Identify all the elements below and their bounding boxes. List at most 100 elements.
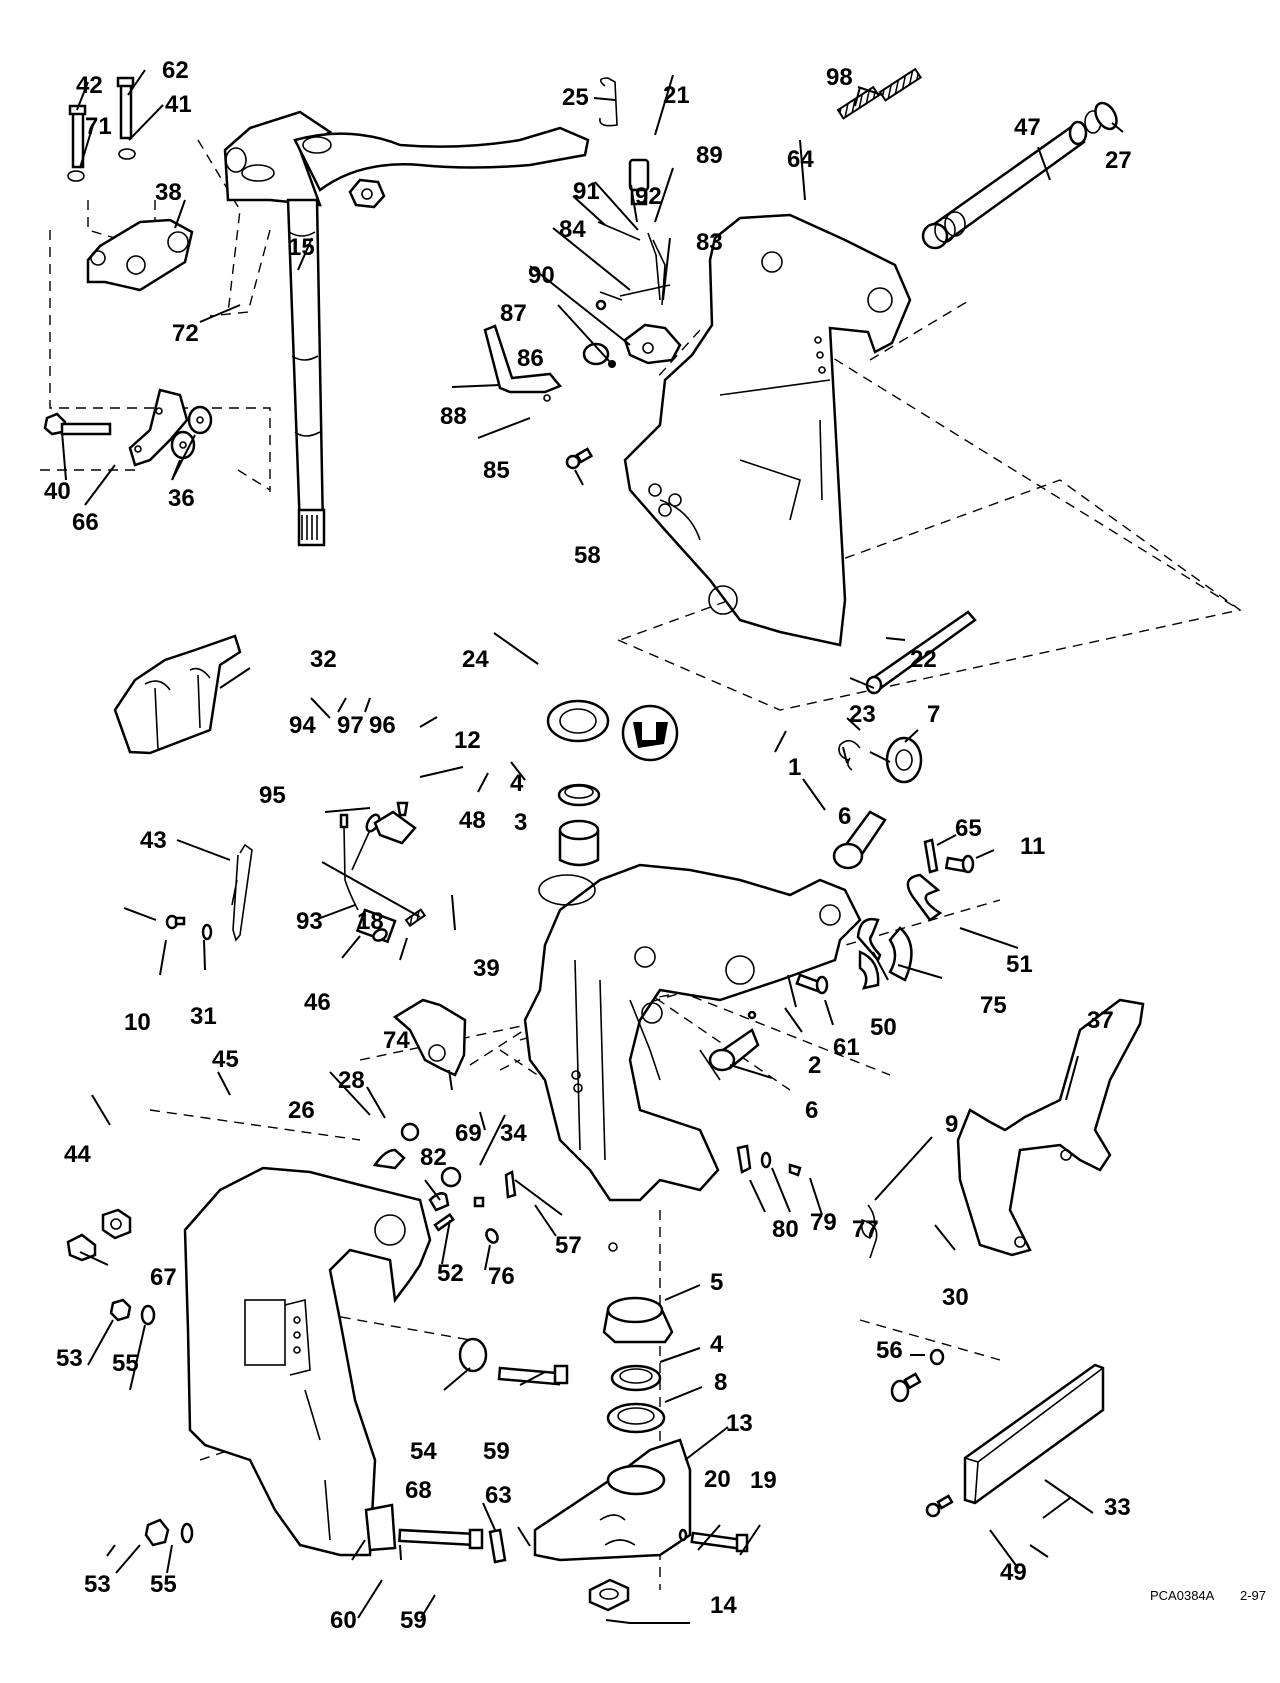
callout: 52	[437, 1260, 464, 1287]
drawing-date: 2-97	[1240, 1588, 1266, 1603]
callout: 20	[704, 1466, 731, 1493]
callout: 75	[980, 992, 1007, 1019]
stern-bracket-64	[623, 213, 912, 647]
callout: 39	[473, 955, 500, 982]
callout: 60	[330, 1607, 357, 1634]
callout: 58	[574, 542, 601, 569]
nuts-53-washers-55	[109, 1298, 194, 1547]
ground-strap-43	[231, 843, 253, 942]
callout: 42	[76, 72, 103, 99]
callout: 26	[288, 1097, 315, 1124]
callout: 41	[165, 91, 192, 118]
callout: 43	[140, 827, 167, 854]
steering-arm-72	[223, 110, 590, 547]
callout: 10	[124, 1009, 151, 1036]
callout: 74	[383, 1027, 410, 1054]
callout: 88	[440, 403, 467, 430]
screw-10-washer-31	[165, 914, 213, 941]
callout: 21	[663, 82, 690, 109]
callout: 51	[1006, 951, 1033, 978]
callout: 77	[852, 1216, 879, 1243]
callout: 15	[288, 234, 315, 261]
callout: 54	[410, 1438, 437, 1465]
callout: 68	[405, 1477, 432, 1504]
washer-24	[546, 699, 610, 743]
callout: 87	[500, 300, 527, 327]
callout: 8	[714, 1369, 727, 1396]
callout: 49	[1000, 1559, 1027, 1586]
washer-7	[885, 736, 923, 784]
callout: 46	[304, 989, 331, 1016]
bearing-5-seal-4-seal-8	[602, 1296, 674, 1434]
callout: 98	[826, 64, 853, 91]
callout: 53	[56, 1345, 83, 1372]
wire-harness-83-84-90-91-92	[595, 221, 682, 368]
pad-60-bolt-59-lower-plate-68	[364, 1503, 507, 1564]
callout: 90	[528, 262, 555, 289]
callout: 55	[112, 1350, 139, 1377]
swivel-bracket-1	[523, 863, 862, 1252]
callout: 38	[155, 179, 182, 206]
callout: 89	[696, 142, 723, 169]
bushing-6-lower	[708, 1028, 760, 1072]
lever-88-85-ring-86	[483, 324, 610, 402]
pin-22	[865, 610, 977, 695]
nut-14	[588, 1578, 630, 1612]
callout: 59	[483, 1438, 510, 1465]
callout: 6	[805, 1097, 818, 1124]
callout: 66	[72, 509, 99, 536]
callout: 93	[296, 908, 323, 935]
callout: 31	[190, 1003, 217, 1030]
callout: 19	[750, 1467, 777, 1494]
callout: 34	[500, 1120, 527, 1147]
drawing-code: PCA0384A	[1150, 1588, 1215, 1603]
callout: 27	[1105, 147, 1132, 174]
callout: 25	[562, 84, 589, 111]
callout: 82	[420, 1144, 447, 1171]
callout: 36	[168, 485, 195, 512]
bushing-3	[558, 819, 600, 867]
callout: 65	[955, 815, 982, 842]
callout: 4	[510, 770, 524, 797]
callout: 22	[910, 646, 937, 673]
tilt-lever-37-spring-9	[860, 998, 1145, 1259]
callout: 96	[369, 712, 396, 739]
callouts: 42 62 71 41 38 15 72 40 66 36 25 21 89 9…	[44, 57, 1132, 1634]
callout: 92	[635, 183, 662, 210]
screw-12-bracket-48	[373, 801, 417, 845]
pad-54-bolt-59-upper	[458, 1337, 569, 1386]
callout: 45	[212, 1046, 239, 1073]
inset-icon	[621, 704, 679, 762]
callout: 3	[514, 809, 527, 836]
retaining-ring-23	[838, 739, 861, 771]
callout: 28	[338, 1067, 365, 1094]
callout: 40	[44, 478, 71, 505]
nut-15	[348, 178, 386, 209]
housing-13-bolt-19-washer-20	[533, 1438, 749, 1562]
callout: 79	[810, 1209, 837, 1236]
callout: 44	[64, 1141, 91, 1168]
callout: 12	[454, 727, 481, 754]
callout: 64	[787, 146, 814, 173]
callout: 6	[838, 803, 851, 830]
callout: 13	[726, 1410, 753, 1437]
callout: 72	[172, 320, 199, 347]
callout: 61	[833, 1034, 860, 1061]
callout: 84	[559, 216, 586, 243]
bushing-6-upper	[832, 810, 887, 870]
callout: 37	[1087, 1007, 1114, 1034]
callout: 53	[84, 1571, 111, 1598]
hardware-80-79-77	[736, 1144, 802, 1177]
callout: 48	[459, 807, 486, 834]
screw-61-nut-2	[747, 973, 829, 1020]
callout: 33	[1104, 1494, 1131, 1521]
callout: 86	[517, 345, 544, 372]
plate-65-screw-11	[923, 838, 975, 874]
callout: 80	[772, 1216, 799, 1243]
callout: 24	[462, 646, 489, 673]
callout: 7	[927, 701, 940, 728]
callout: 69	[455, 1120, 482, 1147]
spring-18-plunger-46-39-block	[372, 908, 467, 1077]
nut-44-cap-67	[66, 1208, 132, 1262]
